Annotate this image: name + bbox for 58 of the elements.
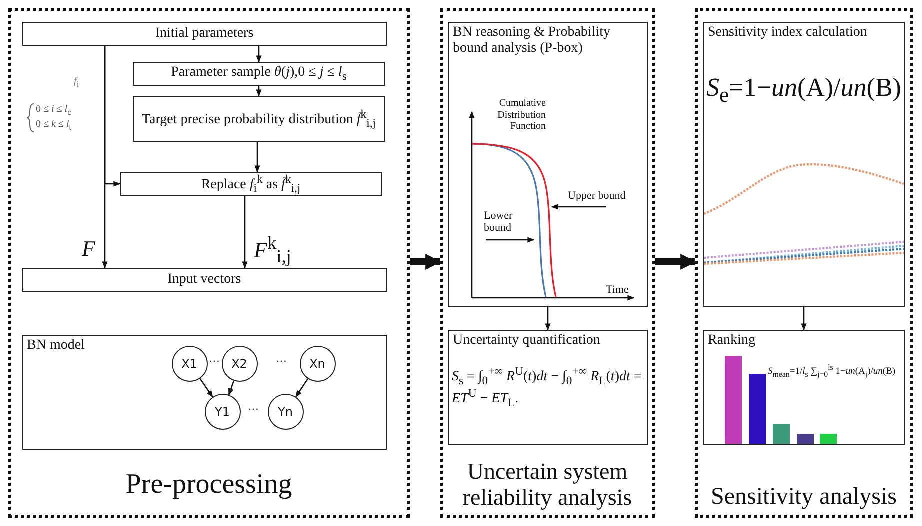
- process-box: [703, 330, 905, 445]
- dotted-panel: [440, 8, 655, 518]
- process-box: [133, 62, 385, 86]
- formula: S$_{e}$=1−un(A)/un(B): [706, 73, 902, 108]
- box-heading: Uncertainty quantification: [453, 333, 602, 349]
- box-heading: BN model: [27, 338, 86, 354]
- node-label: X1: [182, 356, 198, 370]
- arrow: [242, 196, 248, 269]
- node-label: Yn: [278, 404, 293, 418]
- arrow: [545, 307, 551, 331]
- condition-label: 0 ≤ i ≤ l$_{c}$: [36, 104, 72, 117]
- ellipsis: ···: [248, 404, 259, 416]
- symbol-label: f$_{i}$: [74, 76, 80, 89]
- arrow: [200, 378, 214, 398]
- process-box: [133, 96, 385, 142]
- formula: S$_{s}$ = ∫$_{0}$$^{+∞}$ R$^{U}$(t)dt − ∫$_{0}$$^{+∞}$ R$_{L}$(t)dt = ET$^{U}$ − ET$_{L}$.: [452, 365, 643, 410]
- process-box: [703, 22, 905, 307]
- box-label: Input vectors: [166, 272, 242, 288]
- node-label: X2: [232, 356, 248, 370]
- axis-label: Time: [606, 284, 629, 296]
- box-heading: Ranking: [708, 333, 756, 349]
- node-label: Xn: [310, 356, 326, 370]
- box-heading: BN reasoning & Probability bound analysis (P-box): [453, 25, 612, 57]
- block-arrow: [655, 254, 697, 270]
- node-circle: [204, 394, 240, 430]
- panel-title: Uncertain system reliability analysis: [462, 459, 634, 511]
- arrow: [228, 380, 235, 396]
- node-circle: [222, 346, 258, 382]
- arrow: [254, 142, 260, 173]
- box-heading: Sensitivity index calculation: [708, 25, 868, 41]
- process-box: [22, 22, 387, 46]
- process-box: [22, 268, 387, 292]
- arrow: [295, 378, 309, 398]
- node-label: Y1: [215, 404, 230, 418]
- process-box: [22, 335, 387, 450]
- panel-title: Sensitivity analysis: [710, 484, 898, 511]
- panel-title: Pre-processing: [124, 469, 294, 501]
- ellipsis: ···: [209, 356, 220, 368]
- block-arrow: [410, 254, 442, 270]
- process-box: [448, 22, 648, 307]
- arrow: [256, 46, 262, 63]
- dotted-panel: [695, 8, 913, 518]
- box-label: Initial parameters: [154, 26, 255, 42]
- ellipsis: ···: [276, 356, 287, 368]
- curve-label: Lower bound: [484, 210, 514, 234]
- node-circle: [268, 394, 304, 430]
- arrow: [104, 46, 121, 187]
- formula: S$_{mean}$=1/l$_{s}$ ∑$_{j=0}$$^{ls}$ 1−un(A$_{j}$)/un(B): [768, 363, 896, 380]
- process-box: [448, 330, 648, 445]
- curve-label: Upper bound: [568, 190, 626, 202]
- box-label: Parameter sample θ(j),0 ≤ j ≤ l$_{s}$: [170, 65, 348, 83]
- arrow: [256, 86, 262, 97]
- node-circle: [300, 346, 336, 382]
- condition-label: 0 ≤ k ≤ l$_{t}$: [36, 119, 72, 132]
- arrow: [801, 307, 807, 331]
- node-circle: [172, 346, 208, 382]
- axis-label: Cumulative Distribution Function: [496, 98, 546, 132]
- process-box: [120, 172, 382, 196]
